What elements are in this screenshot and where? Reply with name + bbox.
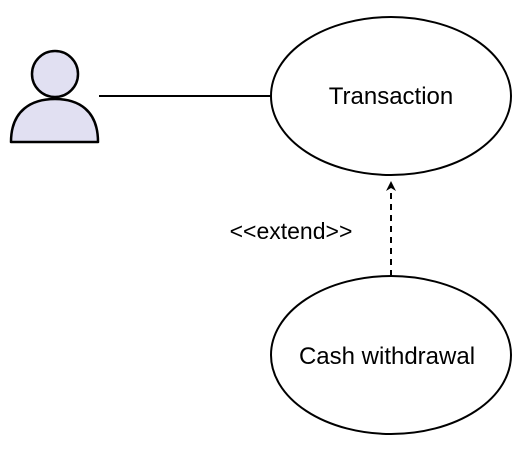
use-case-transaction[interactable]: Transaction	[270, 16, 512, 176]
use-case-cash-withdrawal-label: Cash withdrawal	[299, 343, 475, 370]
actor-head-icon	[30, 49, 80, 99]
use-case-cash-withdrawal[interactable]: Cash withdrawal	[270, 275, 512, 435]
use-case-cash-withdrawal-shape	[270, 275, 512, 435]
use-case-transaction-shape	[270, 16, 512, 176]
use-case-transaction-label: Transaction	[329, 83, 454, 110]
extend-stereotype-label: <<extend>>	[230, 218, 353, 244]
actor-body-icon	[9, 97, 100, 144]
actor[interactable]	[9, 49, 100, 144]
